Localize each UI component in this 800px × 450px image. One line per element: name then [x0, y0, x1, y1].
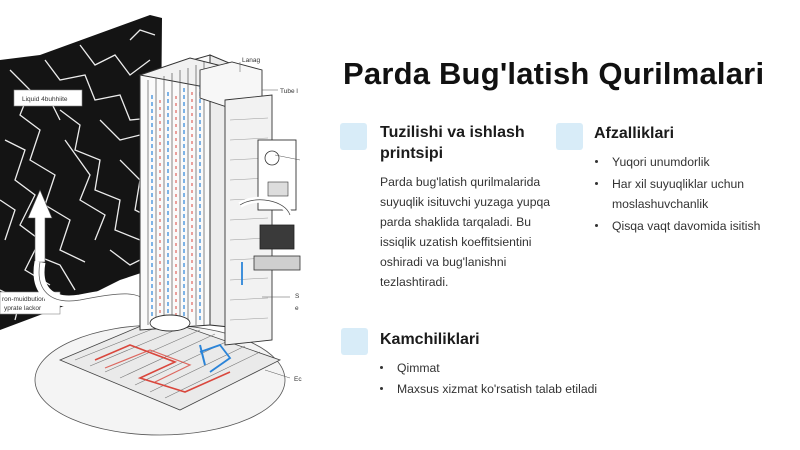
disadvantages-title: Kamchiliklari: [380, 331, 480, 348]
rock-mosaic: [0, 15, 162, 330]
structure-icon: [340, 123, 367, 150]
callout-iron-line1: ron-muidbution: [2, 296, 46, 303]
advantages-title: Afzalliklari: [594, 125, 675, 142]
disadvantages-icon: [341, 328, 368, 355]
callout-liquid: Liquid 4buhhiite: [22, 96, 68, 103]
advantage-item: Har xil suyuqliklar uchun moslashuvchanl…: [595, 174, 800, 214]
evaporator-illustration: Liquid 4buhhiite ron-muidbution yprate l…: [0, 0, 320, 450]
callout-lanag: Lanag: [242, 57, 260, 64]
callout-e: e: [295, 305, 299, 312]
evaporator-tower: [138, 54, 301, 366]
callout-tube: Tube l: [280, 88, 298, 95]
callout-s: S: [295, 293, 300, 300]
advantages-icon: [556, 123, 583, 150]
slide-title: Parda Bug'latish Qurilmalari: [343, 56, 765, 91]
advantage-item: Yuqori unumdorlik: [595, 152, 800, 172]
disadvantage-item: Maxsus xizmat ko'rsatish talab etiladi: [380, 379, 680, 399]
disadvantage-item: Qimmat: [380, 358, 680, 378]
callout-ec: Ec: [294, 376, 302, 383]
advantages-list: Yuqori unumdorlik Har xil suyuqliklar uc…: [595, 152, 800, 238]
advantage-item: Qisqa vaqt davomida isitish: [595, 216, 800, 236]
structure-body: Parda bug'latish qurilmalarida suyuqlik …: [380, 175, 551, 289]
up-arrow-icon: [27, 189, 53, 263]
structure-title: Tuzilishi va ishlash printsipi: [380, 124, 525, 162]
callout-iron-line2: yprate lackor: [4, 305, 42, 312]
disadvantages-list: Qimmat Maxsus xizmat ko'rsatish talab et…: [380, 358, 680, 400]
